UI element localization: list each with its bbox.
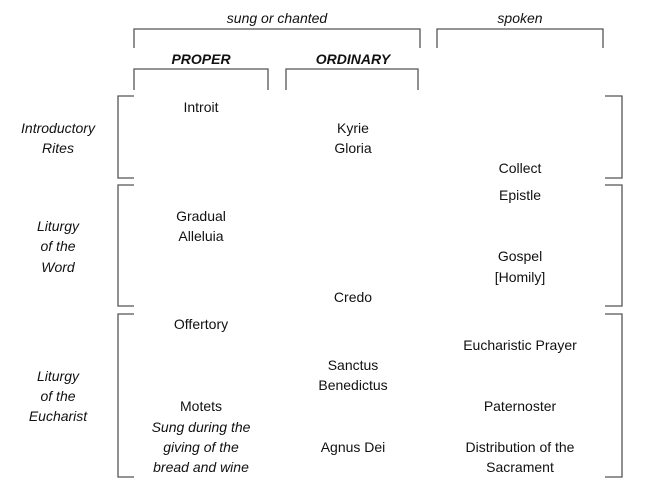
sung-bracket — [133, 28, 421, 48]
section-3-left-bracket — [117, 313, 134, 478]
section-label: Liturgy — [36, 218, 80, 234]
proper-header: PROPER — [171, 51, 231, 67]
ordinary-item: Credo — [333, 289, 373, 305]
proper-bracket — [133, 68, 269, 90]
spoken-header: spoken — [497, 10, 543, 26]
section-3-right-bracket — [605, 313, 623, 478]
spoken-bracket — [436, 28, 604, 48]
ordinary-item: Kyrie — [337, 120, 369, 136]
section-label: Rites — [42, 140, 74, 156]
ordinary-item: Gloria — [334, 140, 372, 156]
section-label: of the — [40, 388, 76, 404]
motets-note: giving of the — [163, 439, 239, 455]
spoken-item: Eucharistic Prayer — [463, 337, 577, 353]
motets-note: bread and wine — [153, 459, 249, 475]
spoken-item: Gospel — [497, 248, 543, 264]
ordinary-header: ORDINARY — [315, 51, 391, 67]
section-1-left-bracket — [117, 95, 134, 179]
spoken-item: Collect — [498, 160, 542, 176]
ordinary-bracket — [285, 68, 419, 90]
section-1-right-bracket — [605, 95, 623, 179]
section-2-right-bracket — [605, 184, 623, 307]
section-label: Introductory — [21, 120, 95, 136]
section-label: Liturgy — [36, 368, 80, 384]
proper-item: Gradual — [176, 208, 226, 224]
section-label: Word — [41, 259, 75, 275]
ordinary-item: Agnus Dei — [320, 439, 386, 455]
spoken-item: Sacrament — [486, 459, 554, 475]
spoken-item: Epistle — [498, 187, 542, 203]
ordinary-item: Benedictus — [318, 377, 388, 393]
spoken-item: Paternoster — [483, 398, 557, 414]
spoken-item: [Homily] — [494, 269, 546, 285]
ordinary-item: Sanctus — [327, 357, 379, 373]
section-2-left-bracket — [117, 184, 134, 307]
motets-note: Sung during the — [151, 419, 251, 435]
proper-item: Alleluia — [178, 228, 224, 244]
proper-item: Offertory — [173, 316, 229, 332]
sung-header: sung or chanted — [226, 10, 328, 26]
spoken-item: Distribution of the — [465, 439, 575, 455]
section-label: Eucharist — [28, 408, 88, 424]
proper-item: Introit — [183, 99, 219, 115]
section-label: of the — [40, 238, 76, 254]
proper-item: Motets — [179, 398, 223, 414]
